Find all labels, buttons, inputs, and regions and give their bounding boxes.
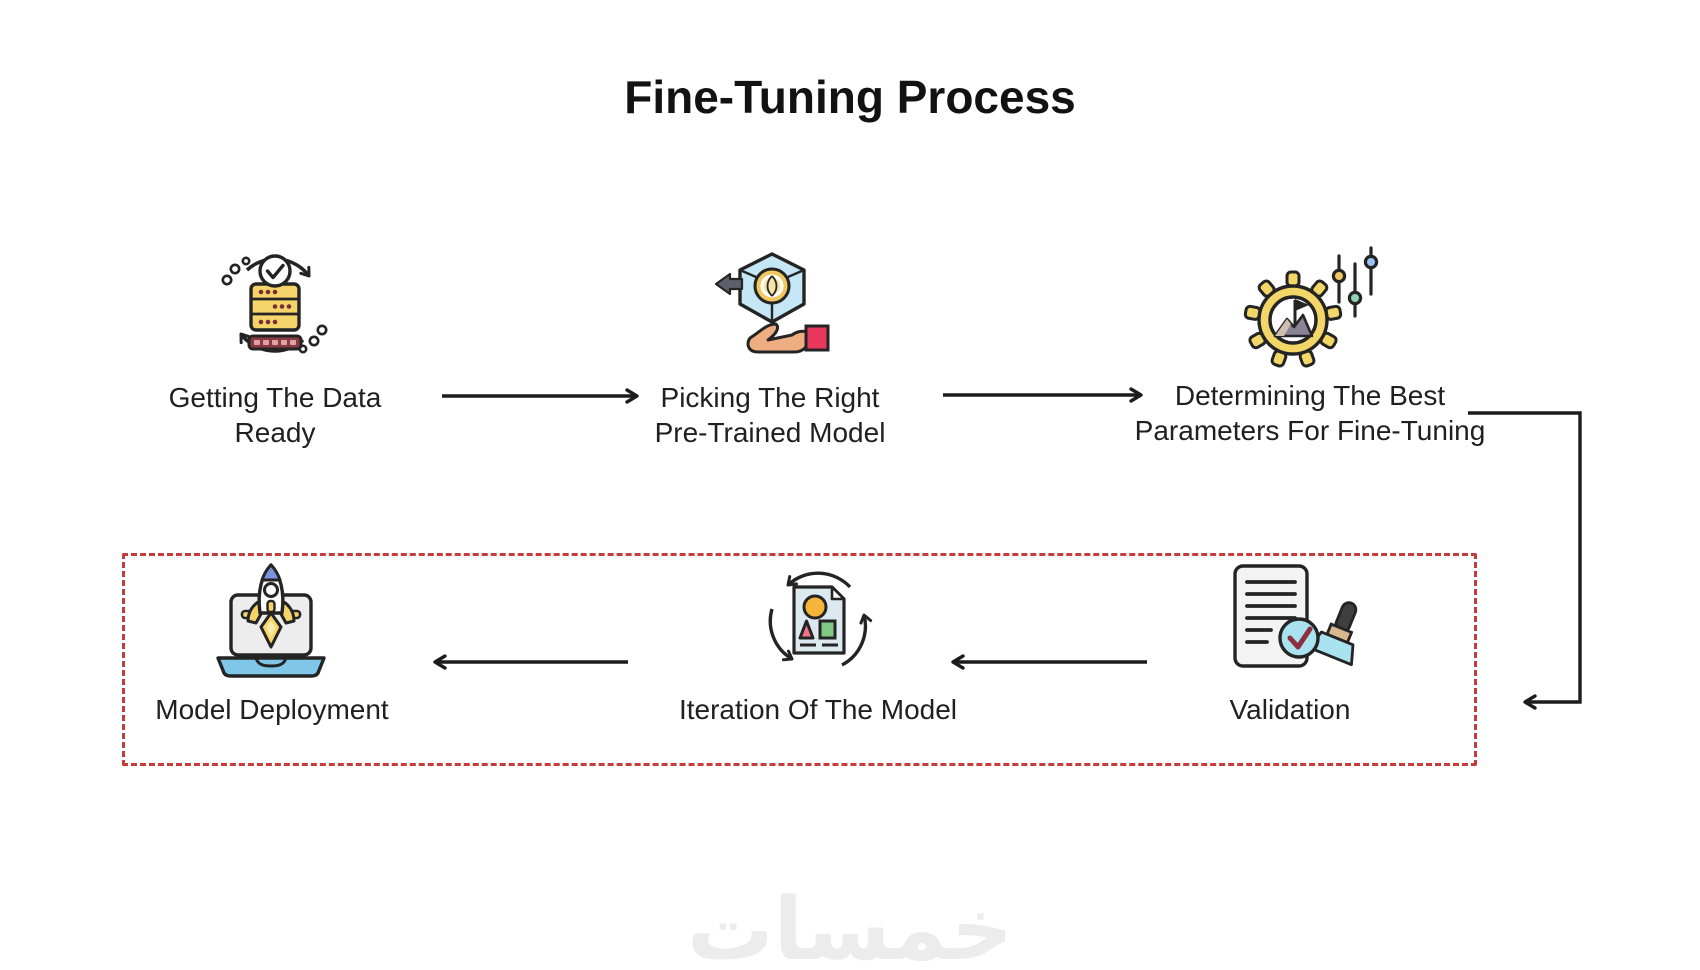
cube-in-hand-icon bbox=[550, 240, 990, 372]
diagram-title: Fine-Tuning Process bbox=[624, 71, 1076, 123]
iteration-loop-boundary bbox=[122, 553, 1477, 766]
document-shapes-cycle-icon bbox=[598, 556, 1038, 684]
step-iteration: Iteration Of The Model bbox=[598, 556, 1038, 727]
step-label: Iteration Of The Model bbox=[678, 694, 958, 725]
step-label: Model Deployment bbox=[155, 694, 389, 725]
rocket-laptop-icon bbox=[52, 556, 492, 684]
khamsat-watermark: خمسات bbox=[687, 880, 1013, 970]
step-label: Getting The Data Ready bbox=[168, 382, 382, 448]
step-label: Validation bbox=[1229, 694, 1351, 725]
step-model-pick: Picking The Right Pre-Trained Model bbox=[550, 240, 990, 450]
step-data-prep: Getting The Data Ready bbox=[55, 240, 495, 450]
document-check-stamp-icon bbox=[1070, 556, 1510, 684]
step-label: Picking The Right Pre-Trained Model bbox=[654, 382, 886, 448]
step-validation: Validation bbox=[1070, 556, 1510, 727]
gear-flag-sliders-icon bbox=[1090, 238, 1530, 370]
step-deployment: Model Deployment bbox=[52, 556, 492, 727]
step-label: Determining The Best Parameters For Fine… bbox=[1134, 380, 1486, 446]
database-check-sync-icon bbox=[55, 240, 495, 372]
step-parameters: Determining The Best Parameters For Fine… bbox=[1090, 238, 1530, 448]
